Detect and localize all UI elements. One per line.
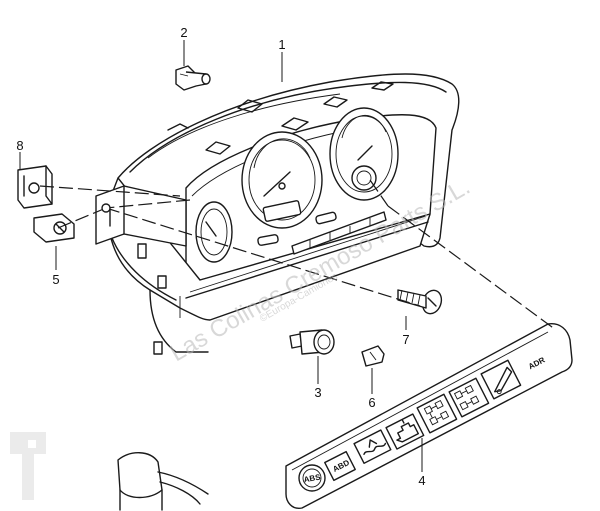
engine-check-icon bbox=[385, 413, 425, 450]
axle-diagram-icon bbox=[448, 377, 490, 418]
instrument-cluster bbox=[95, 73, 460, 355]
callout-5: 5 bbox=[52, 272, 59, 287]
callout-6: 6 bbox=[368, 395, 375, 410]
part-5-clip-nut bbox=[33, 213, 75, 243]
strip-label-abs: ABS bbox=[303, 472, 322, 484]
tipper-icon bbox=[480, 359, 522, 400]
part-3-lamp-socket bbox=[289, 329, 335, 355]
part-7-screw bbox=[397, 289, 443, 315]
part-6-wedge-bulb bbox=[361, 345, 385, 367]
callout-1: 1 bbox=[278, 37, 285, 52]
mount-hole bbox=[101, 203, 111, 213]
part-4-symbol-strip: ABS ABD bbox=[285, 323, 573, 509]
callout-7: 7 bbox=[402, 332, 409, 347]
part-8-clip bbox=[17, 165, 53, 209]
leader-lines bbox=[19, 40, 423, 472]
connector-fragment bbox=[117, 452, 209, 511]
assembly-lines bbox=[39, 179, 557, 331]
callout-3: 3 bbox=[314, 385, 321, 400]
trailer-icon bbox=[416, 393, 458, 434]
watermark-logo bbox=[10, 432, 46, 500]
callout-8: 8 bbox=[16, 138, 23, 153]
coolant-level-icon bbox=[353, 429, 392, 464]
callout-4: 4 bbox=[418, 473, 425, 488]
callout-2: 2 bbox=[180, 25, 187, 40]
part-2-bulb-holder bbox=[175, 65, 211, 91]
